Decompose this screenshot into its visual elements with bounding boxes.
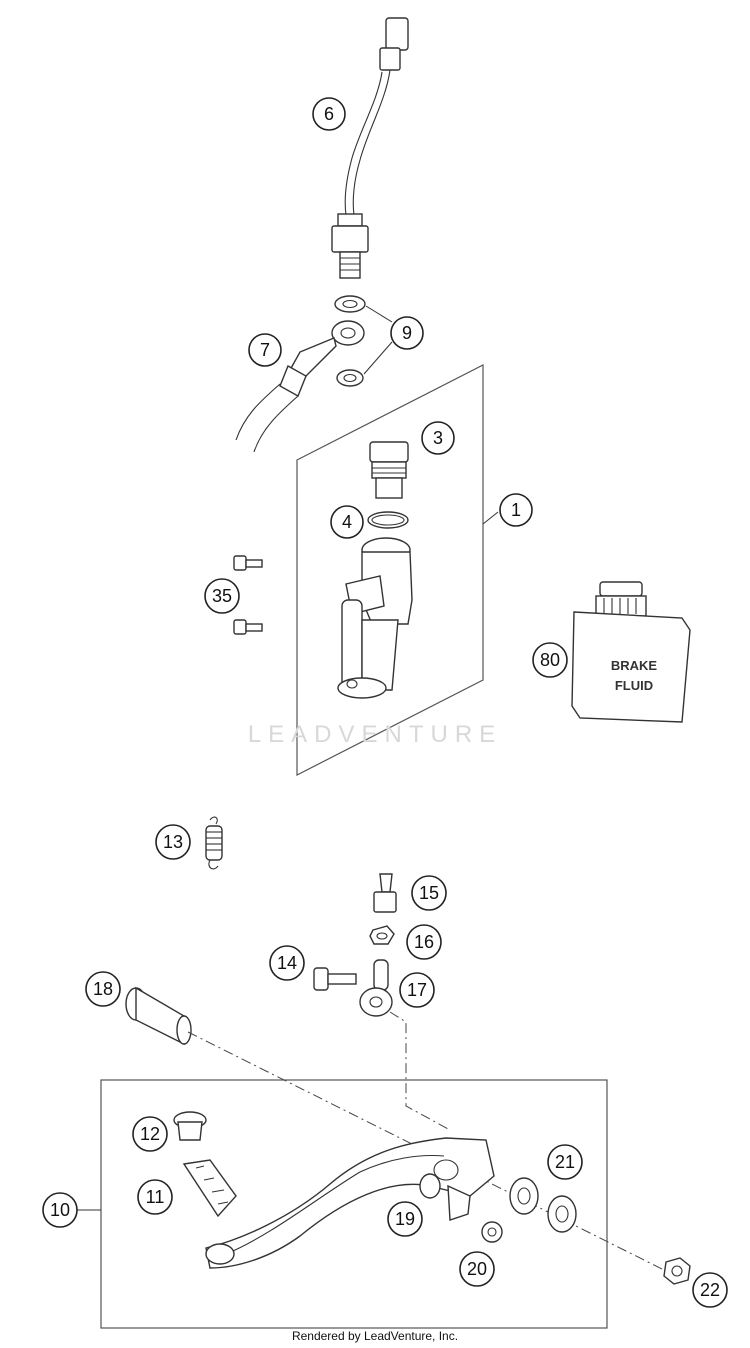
callout-19: 19 <box>387 1201 423 1237</box>
bushing-part <box>173 1111 207 1141</box>
callout-7: 7 <box>248 333 282 367</box>
svg-text:6: 6 <box>324 104 334 124</box>
leader-line <box>482 511 499 525</box>
brake-fluid-bottle-part: BRAKE FLUID <box>571 581 691 723</box>
svg-text:12: 12 <box>140 1124 160 1144</box>
callout-21: 21 <box>547 1144 583 1180</box>
svg-text:14: 14 <box>277 953 297 973</box>
nut-part <box>369 925 395 945</box>
return-spring-part <box>205 816 223 870</box>
svg-text:21: 21 <box>555 1152 575 1172</box>
bottle-label-brake: BRAKE <box>611 658 658 673</box>
callout-4: 4 <box>330 505 364 539</box>
o-ring-part <box>367 511 409 529</box>
callout-3: 3 <box>421 421 455 455</box>
svg-text:13: 13 <box>163 832 183 852</box>
callout-17: 17 <box>399 972 435 1008</box>
brake-light-switch-part <box>331 17 409 279</box>
svg-text:1: 1 <box>511 500 521 520</box>
reservoir-cap-part <box>369 441 409 499</box>
assembly-axis-line <box>389 1011 451 1131</box>
callout-12: 12 <box>132 1116 168 1152</box>
callout-13: 13 <box>155 824 191 860</box>
svg-text:3: 3 <box>433 428 443 448</box>
pedal-tip-part <box>182 1159 237 1218</box>
svg-text:7: 7 <box>260 340 270 360</box>
callout-14: 14 <box>269 945 305 981</box>
bolt-part <box>233 555 263 635</box>
footer-credit: Rendered by LeadVenture, Inc. <box>292 1329 458 1343</box>
callout-15: 15 <box>411 875 447 911</box>
svg-text:18: 18 <box>93 979 113 999</box>
svg-text:16: 16 <box>414 932 434 952</box>
watermark: LEADVENTURE <box>248 721 502 748</box>
bleeder-screw-part <box>373 873 397 913</box>
pivot-pin-part <box>419 1173 441 1199</box>
svg-text:9: 9 <box>402 323 412 343</box>
cap-nut-part <box>663 1257 691 1285</box>
callout-6: 6 <box>312 97 346 131</box>
brake-line-part <box>235 320 365 453</box>
svg-text:35: 35 <box>212 586 232 606</box>
sealing-washer-part <box>334 295 393 387</box>
svg-text:10: 10 <box>50 1200 70 1220</box>
callout-11: 11 <box>137 1179 173 1215</box>
brake-pedal-arm-part <box>205 1137 495 1269</box>
svg-text:15: 15 <box>419 883 439 903</box>
master-cylinder-group-frame <box>296 364 484 776</box>
brake-pedal-group-frame <box>100 1079 608 1329</box>
callout-22: 22 <box>692 1272 728 1308</box>
master-cylinder-body-part <box>337 537 413 699</box>
callout-10: 10 <box>42 1192 78 1228</box>
bearing-part <box>509 1177 577 1233</box>
svg-text:22: 22 <box>700 1280 720 1300</box>
svg-text:19: 19 <box>395 1209 415 1229</box>
pivot-sleeve-part <box>125 986 192 1046</box>
svg-text:17: 17 <box>407 980 427 1000</box>
callout-9: 9 <box>390 316 424 350</box>
spacer-part <box>481 1221 503 1243</box>
svg-text:4: 4 <box>342 512 352 532</box>
bottle-label-fluid: FLUID <box>615 678 653 693</box>
banjo-bolt-part <box>313 959 393 1017</box>
svg-text:11: 11 <box>146 1187 165 1207</box>
callout-1: 1 <box>499 493 533 527</box>
callout-18: 18 <box>85 971 121 1007</box>
svg-text:20: 20 <box>467 1259 487 1279</box>
svg-text:80: 80 <box>540 650 560 670</box>
callout-20: 20 <box>459 1251 495 1287</box>
callout-80: 80 <box>532 642 568 678</box>
callout-35: 35 <box>204 578 240 614</box>
callout-16: 16 <box>406 924 442 960</box>
